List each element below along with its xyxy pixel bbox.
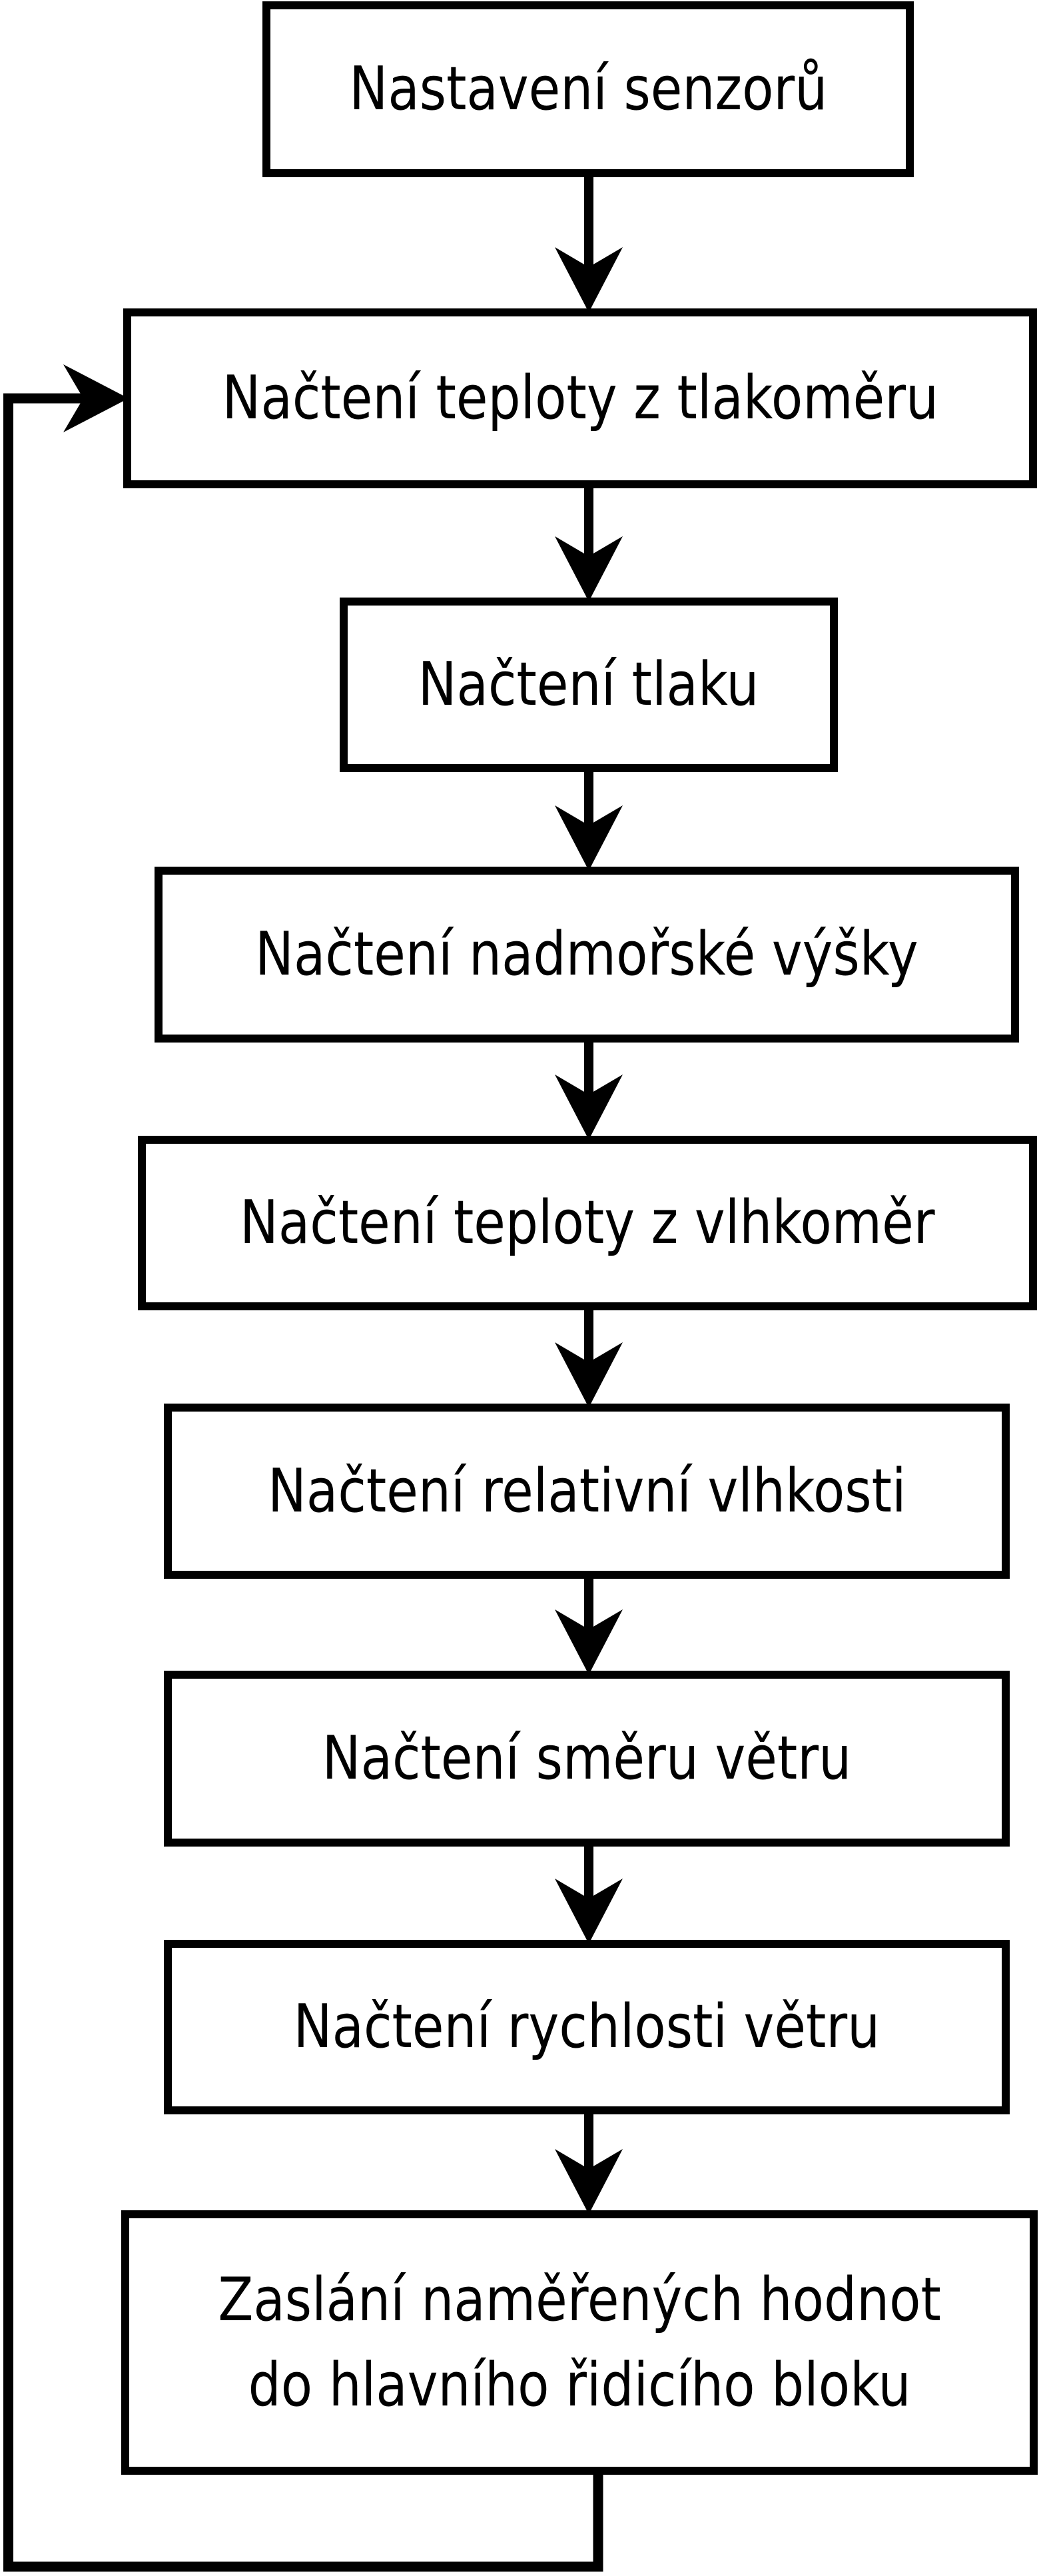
arrowhead-down (555, 2149, 623, 2214)
arrowhead-down (555, 1609, 623, 1675)
node-read-temp-hygrometer: Načtení teploty z vlhkoměr (138, 1136, 1037, 1310)
flow-arrow-loop-back (3, 393, 603, 2572)
node-label-send-values: Zaslání naměřených hodnot do hlavního ři… (218, 2264, 941, 2420)
node-read-pressure: Načtení tlaku (340, 598, 838, 772)
node-label-read-altitude: Načtení nadmořské výšky (255, 919, 918, 990)
node-read-altitude: Načtení nadmořské výšky (155, 867, 1019, 1043)
node-read-temp-barometer: Načtení teploty z tlakoměru (123, 308, 1037, 488)
node-label-read-temp-hygrometer: Načtení teploty z vlhkoměr (240, 1188, 935, 1258)
node-label-read-pressure: Načtení tlaku (418, 649, 759, 720)
node-read-wind-speed: Načtení rychlosti větru (164, 1940, 1010, 2114)
arrowhead-down (555, 247, 623, 312)
node-label-read-wind-direction: Načtení směru větru (322, 1723, 852, 1794)
node-setup-sensors: Nastavení senzorů (262, 1, 914, 177)
node-read-wind-direction: Načtení směru větru (164, 1671, 1010, 1847)
node-read-relative-humidity: Načtení relativní vlhkosti (164, 1404, 1010, 1579)
node-label-read-wind-speed: Načtení rychlosti větru (293, 1992, 880, 2062)
arrowhead-down (555, 536, 623, 602)
arrowhead-down (555, 805, 623, 871)
arrowhead-right (63, 364, 129, 432)
node-label-setup-sensors: Nastavení senzorů (349, 54, 827, 125)
node-label-read-temp-barometer: Načtení teploty z tlakoměru (222, 363, 938, 434)
node-send-values: Zaslání naměřených hodnot do hlavního ři… (121, 2210, 1038, 2475)
arrowhead-down (555, 1879, 623, 1944)
arrowhead-down (555, 1342, 623, 1408)
arrowhead-down (555, 1074, 623, 1140)
node-label-read-relative-humidity: Načtení relativní vlhkosti (267, 1456, 906, 1526)
